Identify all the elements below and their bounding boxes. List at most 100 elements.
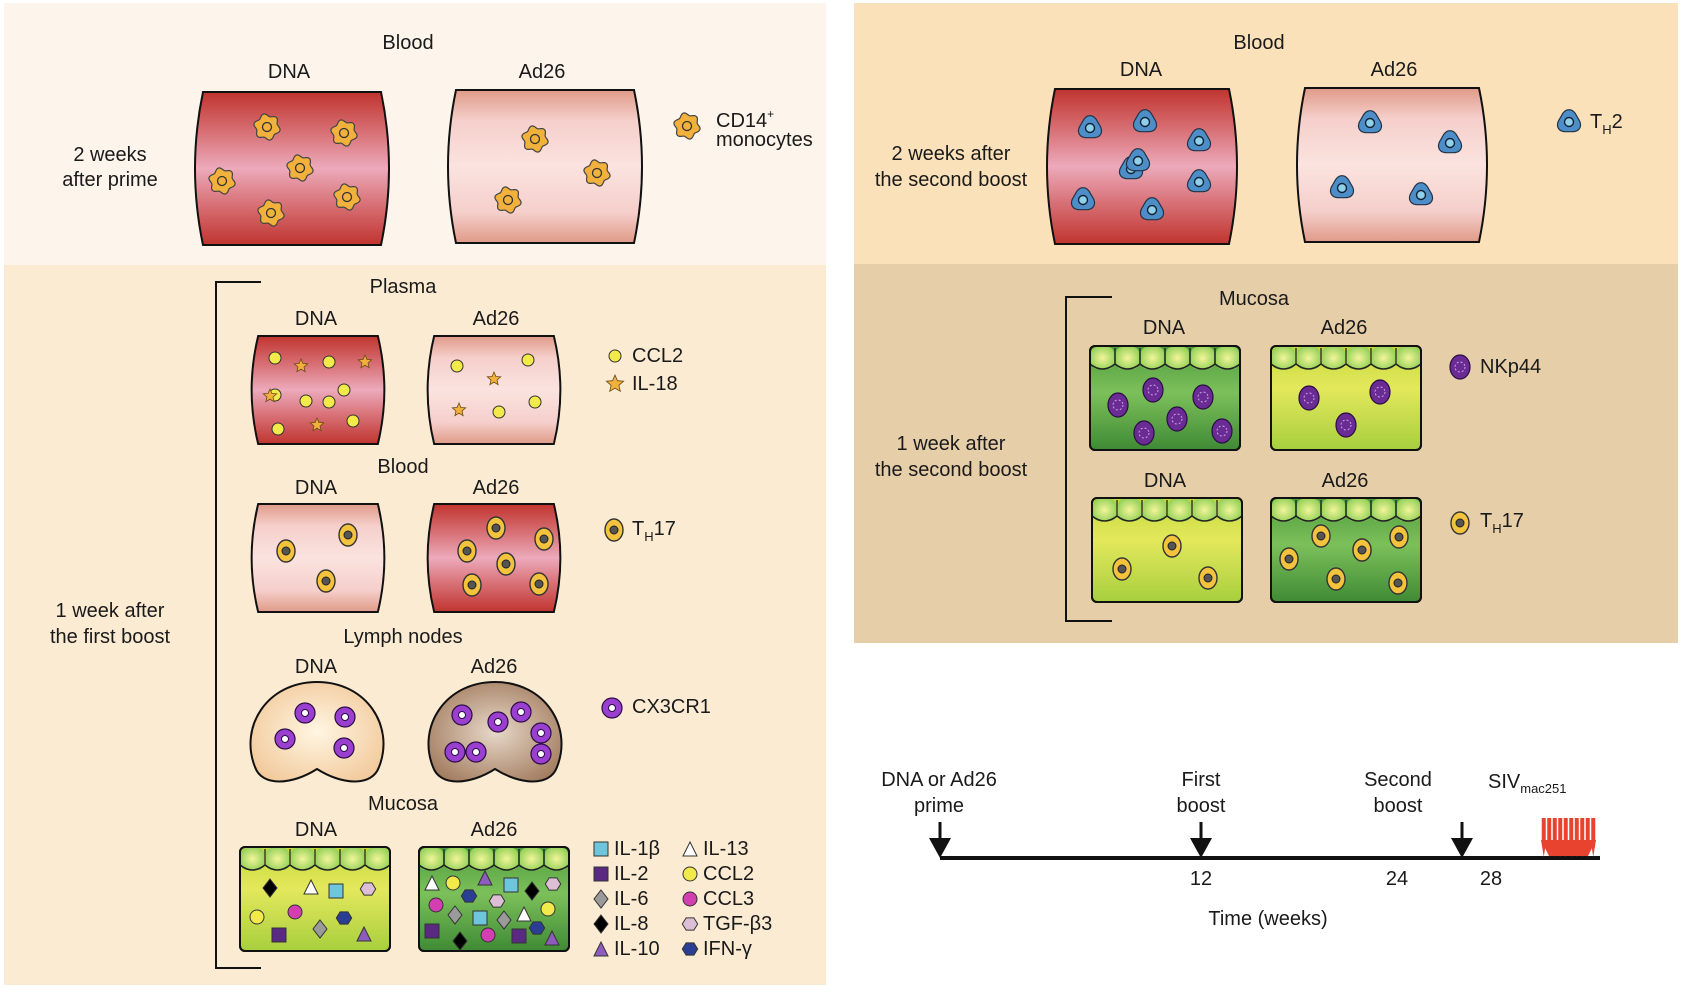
th17-cell-nucleus — [343, 530, 353, 540]
legend-il-8-label: IL-8 — [614, 913, 649, 935]
nkp44-cell — [1107, 392, 1129, 418]
epithelial-cell — [1272, 347, 1295, 369]
epithelial-cell — [495, 848, 518, 870]
th17-cell-nucleus — [467, 580, 477, 590]
siv-challenge-arrow-head — [1557, 840, 1563, 857]
timeline-boost1-label-line1: First — [1181, 769, 1221, 791]
lymph-node-dna — [249, 680, 385, 783]
nkp44-cell-granules — [1171, 413, 1183, 425]
legend-ifn-γ-icon — [681, 942, 699, 956]
nkp44-group-dna: DNA — [1142, 317, 1186, 339]
plasma-group-ad26: Ad26 — [472, 308, 520, 330]
epithelial-cell — [1216, 347, 1239, 369]
legend-cd14-sup: + — [767, 107, 775, 121]
cytokine-il-2 — [271, 927, 287, 943]
cytokine-ifn-γ — [335, 911, 353, 925]
mucosa-d-th17-dna-outline — [1091, 497, 1243, 603]
monocyte-cell — [521, 125, 549, 153]
th2-cell-nucleus — [1336, 182, 1348, 194]
monocyte-cell-nucleus — [261, 121, 273, 133]
panel-a-vessel-ad26 — [447, 89, 643, 244]
epithelial-cell — [1397, 499, 1420, 521]
monocyte-cell — [333, 183, 361, 211]
il18-molecule — [262, 387, 278, 403]
mucosa-d-nkp44-dna-outline — [1089, 345, 1241, 451]
th17-cell-nucleus — [1203, 573, 1213, 583]
cytokine-ccl3 — [287, 904, 303, 920]
cytokine-il-2 — [424, 923, 440, 939]
il18-molecule — [486, 370, 502, 386]
plasma-title: Plasma — [369, 276, 437, 298]
siv-challenge-arrow-shaft — [1541, 818, 1546, 842]
siv-challenge-arrow-shaft — [1569, 818, 1574, 842]
epithelial-cell — [420, 848, 443, 870]
th17-cell-nucleus — [462, 546, 472, 556]
legend-ccl2-icon — [682, 866, 698, 882]
th17-b-sub: H — [644, 529, 654, 544]
cytokine-il-1β — [503, 877, 519, 893]
mucosa-b-group-dna: DNA — [294, 819, 338, 841]
monocyte-cell-nucleus — [591, 167, 603, 179]
mucosa-b-dna — [239, 846, 391, 952]
monocyte-cell — [583, 159, 611, 187]
legend-il-6-label: IL-6 — [614, 888, 649, 910]
cytokine-il-1β — [472, 910, 488, 926]
panel-d-bracket — [1065, 296, 1112, 622]
th17-cell-nucleus — [1284, 554, 1294, 564]
panel-c-timepoint-line2: the second boost — [874, 169, 1028, 191]
legend-monocytes-label: monocytes — [716, 129, 813, 151]
epithelial-cell — [545, 848, 568, 870]
plasma-group-dna: DNA — [294, 308, 338, 330]
panel-c-timepoint-line1: 2 weeks after — [891, 143, 1011, 165]
legend-il-10-label: IL-10 — [614, 938, 660, 960]
il18-molecule — [309, 416, 325, 432]
epithelial-cell — [1347, 347, 1370, 369]
cytokine-ccl2 — [445, 875, 461, 891]
th17-d-tail: 17 — [1501, 510, 1524, 532]
monocyte-cell-nucleus — [216, 175, 228, 187]
epithelial-cell — [266, 848, 289, 870]
ccl2-molecule — [346, 414, 360, 428]
siv-challenge-arrow-shaft — [1558, 818, 1563, 842]
timeline-tick-24: 24 — [1385, 868, 1409, 890]
panel-c-tissue-title: Blood — [1233, 32, 1285, 54]
timeline-tick-12: 12 — [1189, 868, 1213, 890]
epithelial-cell — [291, 848, 314, 870]
epithelial-cell — [445, 848, 468, 870]
legend-cx3cr1-icon-core — [608, 704, 616, 712]
epithelial-cell — [1397, 347, 1420, 369]
epithelial-cell — [1297, 499, 1320, 521]
epithelial-cell — [1093, 499, 1116, 521]
panel-b-bracket — [215, 281, 261, 969]
nkp44-cell-granules — [1197, 391, 1209, 403]
epithelial-cell — [1143, 499, 1166, 521]
panel-c-group-ad26: Ad26 — [1370, 59, 1418, 81]
mucosa-d-nkp44-dna — [1089, 345, 1241, 451]
cytokine-il-10 — [544, 929, 560, 946]
nkp44-cell-granules — [1340, 419, 1352, 431]
cx3cr1-cell-core — [537, 729, 545, 737]
monocyte-cell — [253, 113, 281, 141]
cytokine-il-13 — [516, 905, 532, 922]
siv-challenge-arrow-shaft — [1552, 818, 1557, 842]
timeline-boost2-label-line2: boost — [1373, 795, 1423, 817]
monocyte-cell — [208, 167, 236, 195]
mucosa-d-th17-ad26-outline — [1270, 497, 1422, 603]
th17-cell-nucleus — [1316, 531, 1326, 541]
th17-d-main: T — [1480, 510, 1493, 532]
th2-cell-nucleus — [1364, 117, 1376, 129]
siv-challenge-arrow-head — [1568, 840, 1574, 857]
legend-il-13-icon — [682, 840, 698, 857]
cx3cr1-cell-core — [341, 713, 349, 721]
siv-challenge-arrow-shaft — [1574, 818, 1579, 842]
siv-challenge-arrow-shaft — [1547, 818, 1552, 842]
cytokine-il-8 — [262, 878, 278, 898]
cx3cr1-cell-core — [517, 708, 525, 716]
siv-challenge-arrow-head — [1563, 840, 1569, 857]
legend-ccl2-label: CCL2 — [632, 345, 684, 367]
epithelial-cell — [1191, 347, 1214, 369]
blood-b-title: Blood — [377, 456, 429, 478]
nkp44-cell-granules — [1303, 392, 1315, 404]
lymph-group-ad26: Ad26 — [470, 656, 518, 678]
cx3cr1-cell-core — [281, 735, 289, 743]
